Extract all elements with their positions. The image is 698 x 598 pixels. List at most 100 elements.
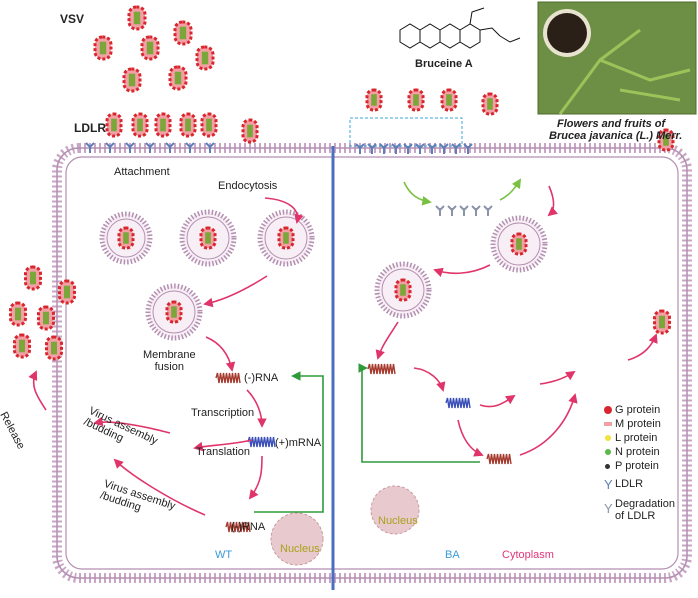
vsv-virion (510, 232, 528, 256)
vsv-virion (131, 112, 149, 138)
legend-item: G protein (604, 404, 696, 418)
vsv-virion (154, 112, 172, 138)
fusion-arrow (205, 336, 236, 372)
ldlr-receptor (463, 143, 473, 154)
vsv-virion (173, 20, 193, 46)
vsv-virion (58, 279, 76, 305)
ldlr-receptor (439, 143, 449, 154)
legend-item: L protein (604, 432, 696, 446)
rna-segments (215, 363, 512, 533)
p-protein-icon (605, 464, 610, 469)
transcription-label: Transcription (191, 407, 255, 419)
ldlr-receptor-icon: Y (604, 477, 613, 492)
endocytosis-label: Endocytosis (218, 180, 278, 192)
vsv-virion (241, 118, 259, 144)
vsv-virion (122, 67, 142, 93)
rna-ba-neg (367, 363, 396, 375)
vsv-virion (37, 305, 55, 331)
legend: G protein M protein L protein N protein … (604, 404, 696, 526)
ba-vesicle-arrow (433, 264, 491, 277)
vsv-virion (199, 226, 217, 250)
vsv-virion (93, 35, 113, 61)
n-protein-icon (605, 449, 611, 455)
vsv-virion (407, 88, 425, 112)
ldlr-receptor (451, 143, 461, 154)
vsv-virion (394, 278, 412, 302)
vsv-virion (24, 265, 42, 291)
rna-ba-pos (445, 397, 471, 409)
ldlr-label: LDLR (74, 121, 106, 135)
vsv-virion (365, 88, 383, 112)
release-arrow (28, 370, 47, 411)
legend-item: N protein (604, 446, 696, 460)
vsv-label: VSV (60, 12, 85, 26)
translation-arrow (193, 439, 253, 452)
transcription-arrow (246, 389, 267, 428)
vsv-virion (165, 300, 183, 324)
ba-translation-arrow (479, 394, 516, 408)
ba-fusion-arrow (375, 321, 399, 360)
arrows (28, 178, 658, 516)
endocytosis-arrow (264, 197, 304, 224)
nucleus-right (370, 485, 420, 535)
vsv-virion (195, 45, 215, 71)
vsv-virion (440, 88, 458, 112)
ba-feedback-arrow (358, 363, 480, 463)
vsv-virion (45, 335, 63, 361)
membrane-fusion-label: Membrane fusion (143, 349, 196, 373)
bruceine-a-structure (399, 7, 521, 49)
ba-endocytosis-arrow (547, 185, 558, 217)
legend-item: M protein (604, 418, 696, 432)
vsv-virion (168, 65, 188, 91)
nucleus-right-label: Nucleus (378, 515, 418, 527)
rna-neg-top (215, 372, 241, 384)
vsv-virion (277, 226, 295, 250)
ba-transcription-arrow (413, 367, 446, 392)
ldlr-receptor (379, 143, 389, 154)
assembly-upper-arrow (93, 416, 171, 434)
cytoplasm-label: Cytoplasm (502, 549, 554, 561)
ldlr-receptor (459, 205, 469, 216)
vsv-virion (657, 128, 675, 152)
neg-rna-top-label: (-)RNA (244, 372, 279, 384)
photo-caption-line1: Flowers and fruits of (557, 118, 666, 130)
wt-feedback-arrow (254, 371, 324, 513)
ba-assembly-arrow (539, 370, 576, 385)
vsv-virion (117, 226, 135, 250)
compound-label: Bruceine A (415, 58, 473, 70)
ldlr-receptor (105, 142, 115, 153)
wt-label: WT (215, 549, 233, 561)
ba-assembly2-arrow (519, 393, 578, 456)
ldlr-receptor (145, 142, 155, 153)
vsv-virion (481, 92, 499, 116)
degraded-ldlr-icon: Y (604, 501, 613, 516)
ldlr-receptor (435, 205, 445, 216)
photo-caption-line2: Brucea javanica (L.) Merr. (549, 130, 683, 142)
vsv-virion (105, 112, 123, 138)
replication-arrow (248, 455, 263, 500)
vsv-virion (200, 112, 218, 138)
rna-neg-bottom (225, 521, 251, 533)
l-protein-icon (605, 435, 611, 441)
attachment-label: Attachment (114, 166, 170, 178)
ba-label: BA (445, 549, 460, 561)
nucleus-left (270, 512, 324, 566)
ldlr-receptor (165, 142, 175, 153)
ldlr-recycle-arrow (403, 181, 432, 206)
ldlr-receptor (185, 142, 195, 153)
legend-item: P protein (604, 460, 696, 474)
translation-label: Translation (196, 446, 251, 458)
brucea-photo (537, 1, 697, 115)
assembly-lower-arrow (113, 458, 206, 516)
ldlr-receptor (85, 142, 95, 153)
ldlr-return-arrow (499, 178, 522, 201)
to-fusion-arrow (203, 275, 268, 308)
m-protein-icon (604, 422, 612, 426)
ba-release-arrow (627, 333, 658, 361)
ldlr-receptor (471, 205, 481, 216)
vsv-virion (127, 5, 147, 31)
nucleus-left-label: Nucleus (280, 543, 320, 555)
